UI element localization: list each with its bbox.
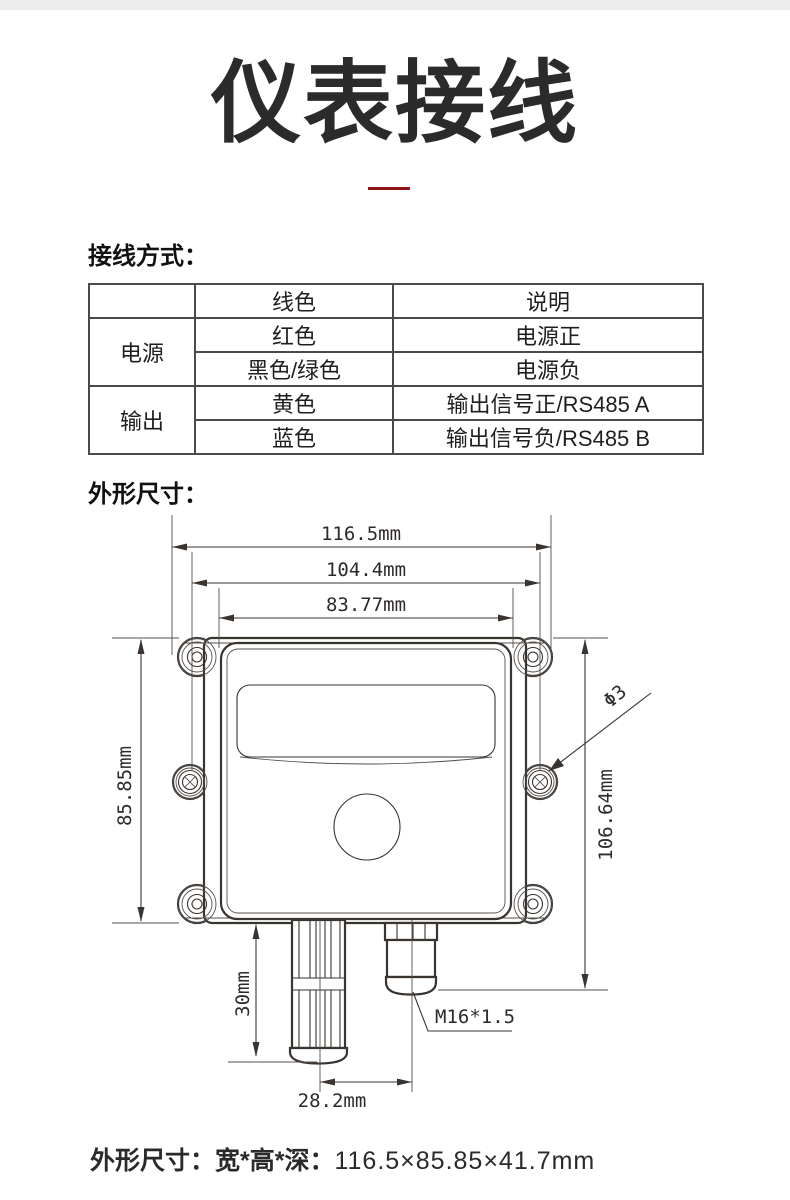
display-window xyxy=(236,684,496,765)
callout-gland-thread: M16*1.5 xyxy=(412,991,515,1032)
dimension-mounting-width: 104.4mm xyxy=(191,552,541,770)
case-screws xyxy=(177,769,553,795)
header-cell-color: 线色 xyxy=(194,283,394,319)
table-row: 电源 红色 电源正 xyxy=(88,317,704,387)
cell-description: 电源负 xyxy=(392,351,704,387)
group-cell-output: 输出 xyxy=(88,385,196,455)
sensor-probe xyxy=(288,918,349,1065)
enclosure-outline xyxy=(171,636,559,925)
wiring-section-heading: 接线方式： xyxy=(88,243,208,270)
dimension-overall-width: 116.5mm xyxy=(171,515,552,655)
cell-description: 电源正 xyxy=(392,317,704,353)
dimension-body-width: 83.77mm xyxy=(218,588,514,648)
size-caption-label: 外形尺寸：宽*高*深： xyxy=(90,1147,335,1175)
cell-wire-color: 黑色/绿色 xyxy=(194,351,394,387)
callout-hole-diameter: Φ3 xyxy=(548,681,652,772)
table-row: 蓝色 输出信号负/RS485 B xyxy=(89,419,704,455)
cell-description: 输出信号负/RS485 B xyxy=(392,419,704,455)
cell-wire-color: 黄色 xyxy=(194,385,394,421)
header-cell-description: 说明 xyxy=(392,283,704,319)
cell-wire-color: 红色 xyxy=(194,317,394,353)
svg-text:Φ3: Φ3 xyxy=(599,681,631,713)
header-cell-group xyxy=(88,283,196,319)
dimension-drawing: 116.5mm 104.4mm 83.77mm 85.85mm xyxy=(112,515,652,1112)
page-title: 仪表接线 xyxy=(211,54,579,154)
svg-text:106.64mm: 106.64mm xyxy=(595,769,617,861)
enclosure-front-body xyxy=(219,641,513,921)
svg-text:85.85mm: 85.85mm xyxy=(114,746,136,826)
svg-text:104.4mm: 104.4mm xyxy=(326,559,406,581)
dimension-probe-offset: 28.2mm xyxy=(298,1078,412,1112)
dimension-body-height: 85.85mm xyxy=(112,637,179,924)
wiring-table: 线色 说明 电源 红色 电源正 黑色/绿色 电源负 输出 黄色 输出信号正/RS… xyxy=(88,283,704,455)
group-cell-power: 电源 xyxy=(88,317,196,387)
cell-wire-color: 蓝色 xyxy=(194,419,394,455)
overall-size-caption: 外形尺寸：宽*高*深：116.5×85.85×41.7mm xyxy=(90,1141,595,1177)
svg-text:30mm: 30mm xyxy=(232,971,254,1017)
cable-gland xyxy=(383,921,439,996)
mounting-holes xyxy=(186,646,544,915)
dimensions-section-heading: 外形尺寸： xyxy=(88,481,208,508)
title-underline xyxy=(368,187,410,190)
top-gray-bar xyxy=(0,0,790,10)
svg-text:83.77mm: 83.77mm xyxy=(326,594,406,616)
table-row: 线色 说明 xyxy=(88,283,704,319)
front-button-circle xyxy=(333,793,401,861)
cell-description: 输出信号正/RS485 A xyxy=(392,385,704,421)
table-row: 黑色/绿色 电源负 xyxy=(89,351,704,387)
svg-text:116.5mm: 116.5mm xyxy=(321,523,401,545)
svg-text:M16*1.5: M16*1.5 xyxy=(435,1006,515,1028)
probe-cap xyxy=(288,1046,349,1065)
mounting-lobe-contours xyxy=(172,637,558,924)
dimension-probe-length: 30mm xyxy=(228,924,317,1063)
svg-text:28.2mm: 28.2mm xyxy=(298,1090,367,1112)
gland-dome xyxy=(384,975,438,996)
table-row: 输出 黄色 输出信号正/RS485 A xyxy=(88,385,704,455)
size-caption-value: 116.5×85.85×41.7mm xyxy=(334,1147,596,1175)
dimension-overall-height: 106.64mm xyxy=(438,637,617,991)
